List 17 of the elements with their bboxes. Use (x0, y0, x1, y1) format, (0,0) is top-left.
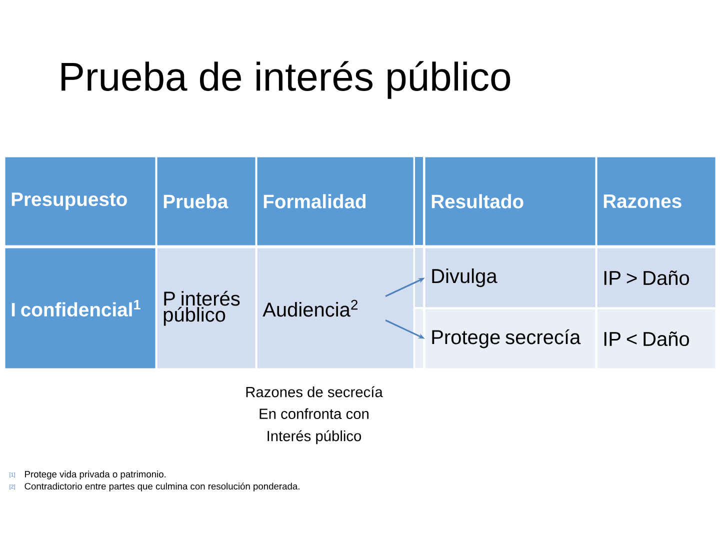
table-cell: IP < Daño (597, 309, 716, 368)
table-cell: Audiencia$^{2}$ (257, 248, 414, 368)
note-text: Interés público (268, 430, 362, 444)
header-cell: Razones (597, 157, 716, 246)
header-cell: Resultado (425, 157, 596, 246)
table-cell: IP > Daño (597, 248, 716, 308)
footnote-text: Contradictorio entre partes que culmina con resolución ponderada. (24, 482, 300, 492)
note-text: Razones de secrecía (246, 386, 383, 398)
slide-title: Prueba de interés público (62, 61, 510, 99)
header-cell: Presupuesto (5, 157, 156, 246)
table-cell: Divulga (425, 248, 596, 308)
footnote-text: Protege vida privada o patrimonio. (25, 470, 166, 480)
table-cell: I confidencial$^{1}$ (5, 248, 156, 368)
table-cell: Protege secrecía (425, 309, 596, 368)
table-cell: P interés público (157, 248, 256, 368)
note-text: En confronta con (260, 408, 368, 420)
header-cell: Prueba (157, 157, 256, 246)
